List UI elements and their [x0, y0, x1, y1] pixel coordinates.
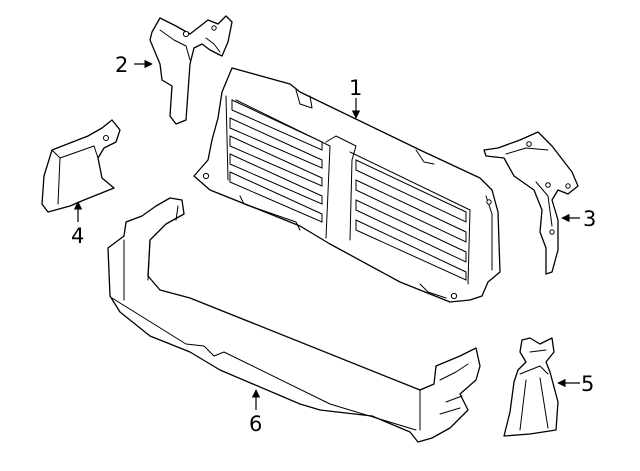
- callout-4: 4: [71, 224, 84, 248]
- part-4-left-deflector: [41, 119, 121, 213]
- shutter-slats-left: [229, 99, 323, 223]
- callout-1: 1: [349, 76, 362, 100]
- callout-2: 2: [115, 53, 128, 77]
- part-3-side-bracket: [483, 131, 579, 275]
- part-1-grille-shutter: [193, 67, 501, 303]
- part-6-lower-deflector: [107, 197, 481, 443]
- shutter-slats-right: [355, 159, 467, 281]
- callout-6: 6: [249, 412, 262, 436]
- callout-3: 3: [583, 207, 596, 231]
- callout-labels: 1 2 3 4 5 6: [71, 53, 596, 436]
- part-2-upper-bracket: [149, 15, 233, 125]
- part-5-right-deflector: [503, 337, 559, 437]
- callout-5: 5: [581, 372, 594, 396]
- leader-lines: [73, 59, 580, 410]
